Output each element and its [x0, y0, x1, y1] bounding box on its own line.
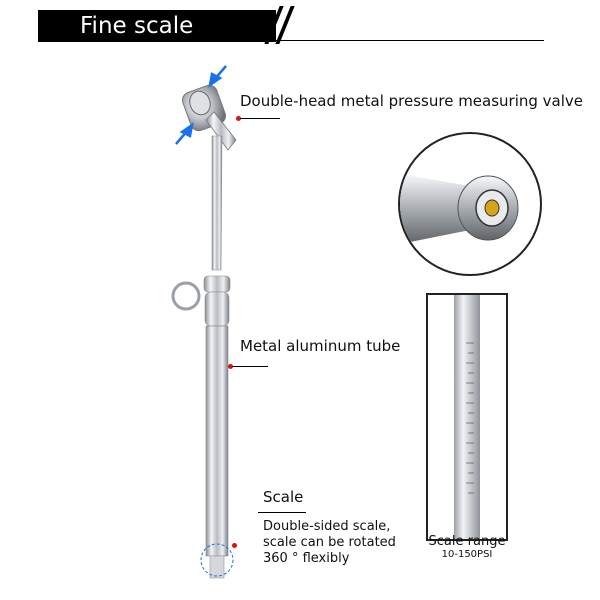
callout-line [240, 118, 280, 119]
aluminum-tube [205, 325, 229, 557]
callout-dot [236, 116, 241, 121]
valve-label: Double-head metal pressure measuring val… [240, 92, 584, 110]
callout-line [232, 366, 268, 367]
hanging-ring [171, 281, 201, 311]
arrow-icon [175, 65, 227, 145]
scale-rod [454, 295, 480, 539]
valve-head [181, 84, 237, 151]
scale-detail-view [426, 293, 508, 541]
gauge-collar [203, 275, 231, 293]
scale-range: Scale range 10-150PSI [418, 534, 516, 560]
callout-line [258, 512, 306, 513]
tube-label: Metal aluminum tube [240, 337, 401, 355]
valve-detail-view [398, 132, 542, 276]
callout-dot [228, 364, 233, 369]
scale-description: Double-sided scale, scale can be rotated… [263, 519, 396, 566]
page-title: Fine scale [80, 13, 194, 39]
title-banner [38, 10, 276, 42]
scale-range-value: 10-150PSI [441, 549, 493, 560]
scale-highlight-circle [200, 543, 234, 577]
scale-end [209, 555, 225, 579]
valve-closeup [400, 174, 519, 244]
gauge-neck [211, 135, 223, 271]
scale-range-label: Scale range [428, 534, 506, 549]
scale-title: Scale [263, 488, 304, 506]
header-divider [276, 40, 544, 41]
callout-dot [232, 543, 237, 548]
gauge-grip [204, 291, 230, 327]
